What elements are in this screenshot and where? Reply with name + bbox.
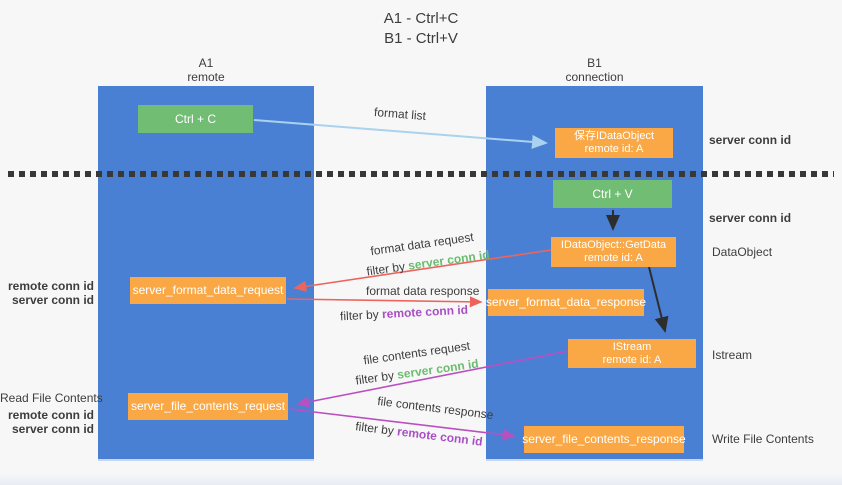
lifeline-header-b1: B1 connection bbox=[486, 56, 703, 84]
filter-by-text: filter by bbox=[365, 258, 410, 279]
node-idataobject-getdata: IDataObject::GetData remote id: A bbox=[551, 237, 676, 267]
node-idataobject-getdata-line1: IDataObject::GetData bbox=[560, 239, 667, 251]
filter-by-text: filter by bbox=[354, 367, 399, 388]
bottom-edge-strip bbox=[0, 473, 842, 485]
node-server-file-contents-request: server_file_contents_request bbox=[128, 393, 288, 420]
filter-by-text: filter by bbox=[339, 307, 383, 324]
label-format-data-response: format data response bbox=[366, 284, 480, 298]
node-server-format-data-response: server_format_data_response bbox=[486, 289, 646, 316]
label-server-conn-id-right-2: server conn id bbox=[709, 211, 792, 225]
node-server-file-contents-response: server_file_contents_response bbox=[522, 426, 686, 453]
label-dataobject: DataObject bbox=[712, 245, 773, 259]
node-save-idataobject-line2: remote id: A bbox=[584, 143, 644, 155]
node-save-idataobject: 保存IDataObject remote id: A bbox=[555, 128, 673, 158]
lifeline-a1-name: A1 bbox=[198, 56, 214, 70]
lifeline-a1-role: remote bbox=[187, 70, 225, 84]
dotted-separator-line bbox=[8, 171, 834, 177]
node-istream: IStream remote id: A bbox=[568, 339, 696, 368]
label-server-conn-id-right-1: server conn id bbox=[709, 133, 792, 147]
node-save-idataobject-line1: 保存IDataObject bbox=[573, 130, 655, 142]
label-format-list: format list bbox=[373, 104, 427, 124]
diagram-title-line1: A1 - Ctrl+C bbox=[383, 10, 459, 27]
label-filter-by-remote-conn-id-1: filter by remote conn id bbox=[340, 303, 469, 324]
label-server-conn-id-left-2: server conn id bbox=[11, 422, 94, 436]
lifeline-header-a1: A1 remote bbox=[98, 56, 314, 84]
node-istream-line1: IStream bbox=[612, 340, 652, 353]
label-remote-conn-id-left-1: remote conn id bbox=[7, 279, 94, 293]
node-idataobject-getdata-line2: remote id: A bbox=[584, 252, 643, 264]
lifeline-b1-role: connection bbox=[565, 70, 624, 84]
label-remote-conn-id-left-2: remote conn id bbox=[7, 408, 94, 422]
filter-by-text: filter by bbox=[354, 419, 399, 439]
lifeline-b1-name: B1 bbox=[587, 56, 602, 70]
label-server-conn-id-left-1: server conn id bbox=[11, 293, 94, 307]
node-istream-line2: remote id: A bbox=[602, 353, 662, 366]
node-ctrl-c: Ctrl + C bbox=[138, 105, 253, 133]
label-file-contents-response: file contents response bbox=[376, 393, 495, 423]
label-istream: Istream bbox=[712, 348, 753, 362]
label-read-file-contents: Read File Contents bbox=[0, 391, 103, 405]
label-write-file-contents: Write File Contents bbox=[712, 432, 814, 446]
remote-conn-id-text: remote conn id bbox=[381, 302, 469, 322]
remote-conn-id-text: remote conn id bbox=[396, 424, 484, 449]
label-filter-by-remote-conn-id-2: filter by remote conn id bbox=[355, 419, 484, 448]
node-ctrl-v: Ctrl + V bbox=[553, 180, 672, 208]
node-server-format-data-request: server_format_data_request bbox=[130, 277, 286, 304]
arrow-format-data-response bbox=[286, 296, 483, 308]
diagram-title-line2: B1 - Ctrl+V bbox=[384, 30, 458, 47]
